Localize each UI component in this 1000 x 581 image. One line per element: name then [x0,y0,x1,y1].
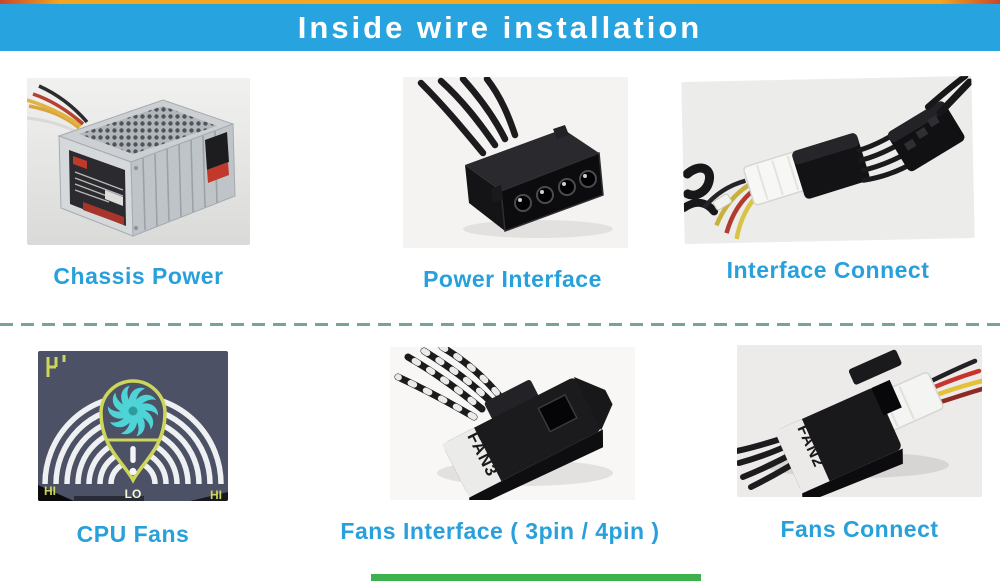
molex-connector-illustration [403,77,628,248]
page-title: Inside wire installation [297,9,703,45]
gauge-label-hi-right: HI [210,488,222,501]
caption-chassis-power: Chassis Power [53,263,224,289]
header-banner: Inside wire installation [0,4,1000,51]
gauge-label-hi-left: HI [44,484,56,498]
caption-fans-connect: Fans Connect [780,516,939,542]
corner-indicator-glyph [46,355,66,377]
chassis-power-photo [27,78,250,245]
fan-pinwheel-icon [107,385,159,437]
interface-connect-photo [681,75,975,245]
fan-gauge-illustration: HI LO HI [38,351,228,501]
power-interface-photo [403,77,628,248]
exclamation-icon [129,446,137,476]
fan3-connector-illustration: FAN3 [390,347,635,500]
caption-cpu-fans: CPU Fans [76,521,190,547]
fans-interface-photo: FAN3 [390,347,635,500]
caption-power-interface: Power Interface [423,266,602,292]
next-section-peek-bar [371,574,701,581]
cpu-fans-photo: HI LO HI [38,351,228,501]
caption-interface-connect: Interface Connect [726,257,930,283]
top-accent-strip [0,0,1000,5]
fan2-connector-illustration: FAN2 [737,345,982,497]
dashed-divider [0,323,1000,326]
gauge-label-lo: LO [125,487,142,501]
psu-illustration [27,78,250,245]
connected-molex-illustration [681,75,975,245]
caption-fans-interface: Fans Interface ( 3pin / 4pin ) [340,518,660,544]
fans-connect-photo: FAN2 [737,345,982,497]
